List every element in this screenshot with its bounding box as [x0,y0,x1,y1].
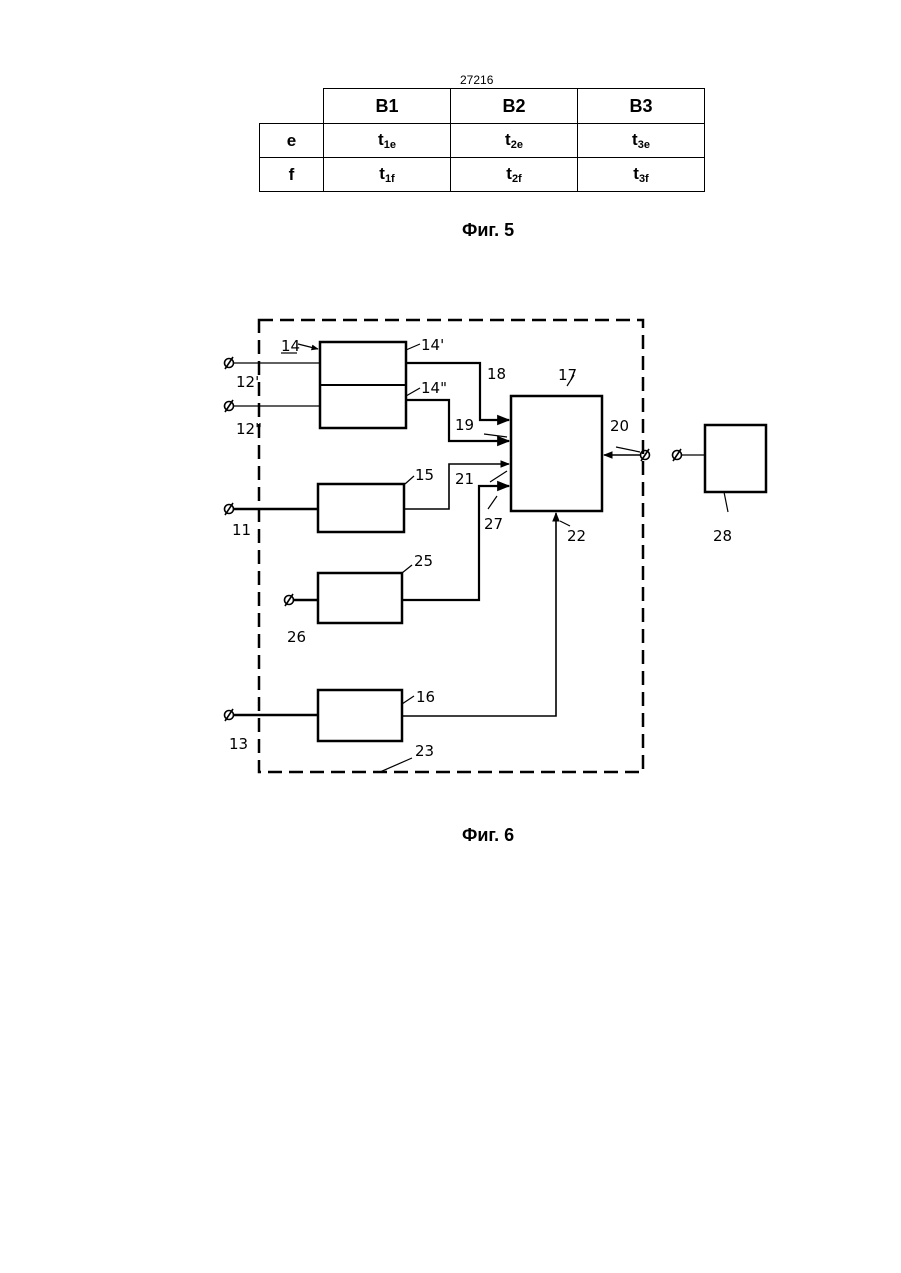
label-13: 13 [229,735,248,753]
label-14: 14 [281,337,300,355]
block-15 [318,484,404,532]
label-17: 17 [558,366,577,384]
label-18: 18 [487,365,506,383]
input-lines [233,363,320,715]
label-14a: 14' [421,336,444,354]
block-28 [705,425,766,492]
label-28: 28 [713,527,732,545]
block-17 [511,396,602,511]
label-12a: 12' [236,373,259,391]
dashed-enclosure [259,320,643,772]
label-15: 15 [415,466,434,484]
label-23: 23 [415,742,434,760]
label-19: 19 [455,416,474,434]
label-12b: 12" [236,420,262,438]
label-22: 22 [567,527,586,545]
label-25: 25 [414,552,433,570]
label-27: 27 [484,515,503,533]
label-11: 11 [232,521,251,539]
terminal-symbols [225,357,682,721]
block-25 [318,573,402,623]
label-16: 16 [416,688,435,706]
label-21: 21 [455,470,474,488]
block-16 [318,690,402,741]
fig6-caption: Фиг. 6 [462,825,514,846]
label-26: 26 [287,628,306,646]
label-14b: 14" [421,379,447,397]
label-20: 20 [610,417,629,435]
